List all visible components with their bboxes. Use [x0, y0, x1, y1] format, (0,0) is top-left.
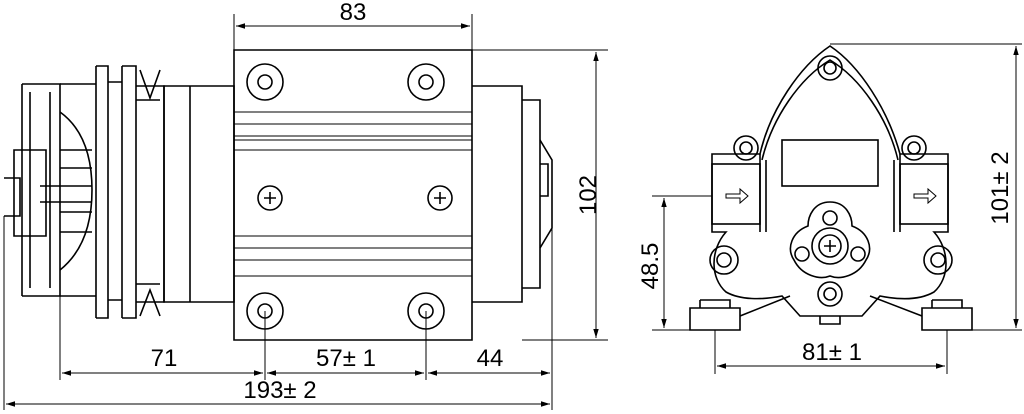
dimension-top-width: 83: [233, 0, 473, 50]
head-screw-upper-left: [733, 135, 759, 161]
head-screw-lower-right: [923, 245, 953, 275]
dimension-height-side: 102: [472, 49, 608, 341]
dimension-foot-spacing: 81± 1: [714, 330, 948, 374]
center-boss: [789, 201, 871, 279]
label-outlet-height: 48.5: [637, 243, 664, 290]
foot-left: [689, 295, 791, 331]
head-screw-lower-left: [709, 245, 739, 275]
label-motor-length: 71: [151, 345, 178, 372]
outlet-right: [899, 163, 949, 225]
label-top-width: 83: [340, 0, 367, 26]
outlet-left: [711, 163, 761, 225]
pump-head: [4, 65, 165, 319]
head-screw-upper-right: [901, 135, 927, 161]
label-mount-spacing: 57± 1: [316, 345, 376, 372]
side-view: 83 102 71 57± 1 44 193± 2: [3, 0, 608, 410]
motor-body: [163, 49, 553, 341]
dimension-bottom-row: 71 57± 1 44: [59, 228, 553, 410]
dimension-outlet-height: 48.5: [637, 195, 712, 331]
label-foot-spacing: 81± 1: [802, 339, 862, 366]
label-height-side: 102: [575, 175, 602, 215]
screw-left: [257, 185, 283, 211]
foot-right: [869, 295, 973, 331]
label-window: [781, 139, 879, 187]
end-housing-outline: [711, 45, 949, 317]
screw-right: [427, 185, 453, 211]
label-front-length: 44: [477, 345, 504, 372]
dimension-end-height: 101± 2: [830, 43, 1022, 331]
mount-hole-top-left: [246, 63, 284, 101]
label-overall-length: 193± 2: [243, 377, 316, 404]
dimension-overall-length: 193± 2: [3, 216, 550, 410]
mount-hole-top-right: [407, 63, 445, 101]
head-screw-top: [817, 55, 843, 81]
label-end-height: 101± 2: [987, 151, 1014, 224]
end-view: 48.5 101± 2 81± 1: [637, 43, 1022, 374]
head-screw-bottom: [817, 281, 843, 307]
